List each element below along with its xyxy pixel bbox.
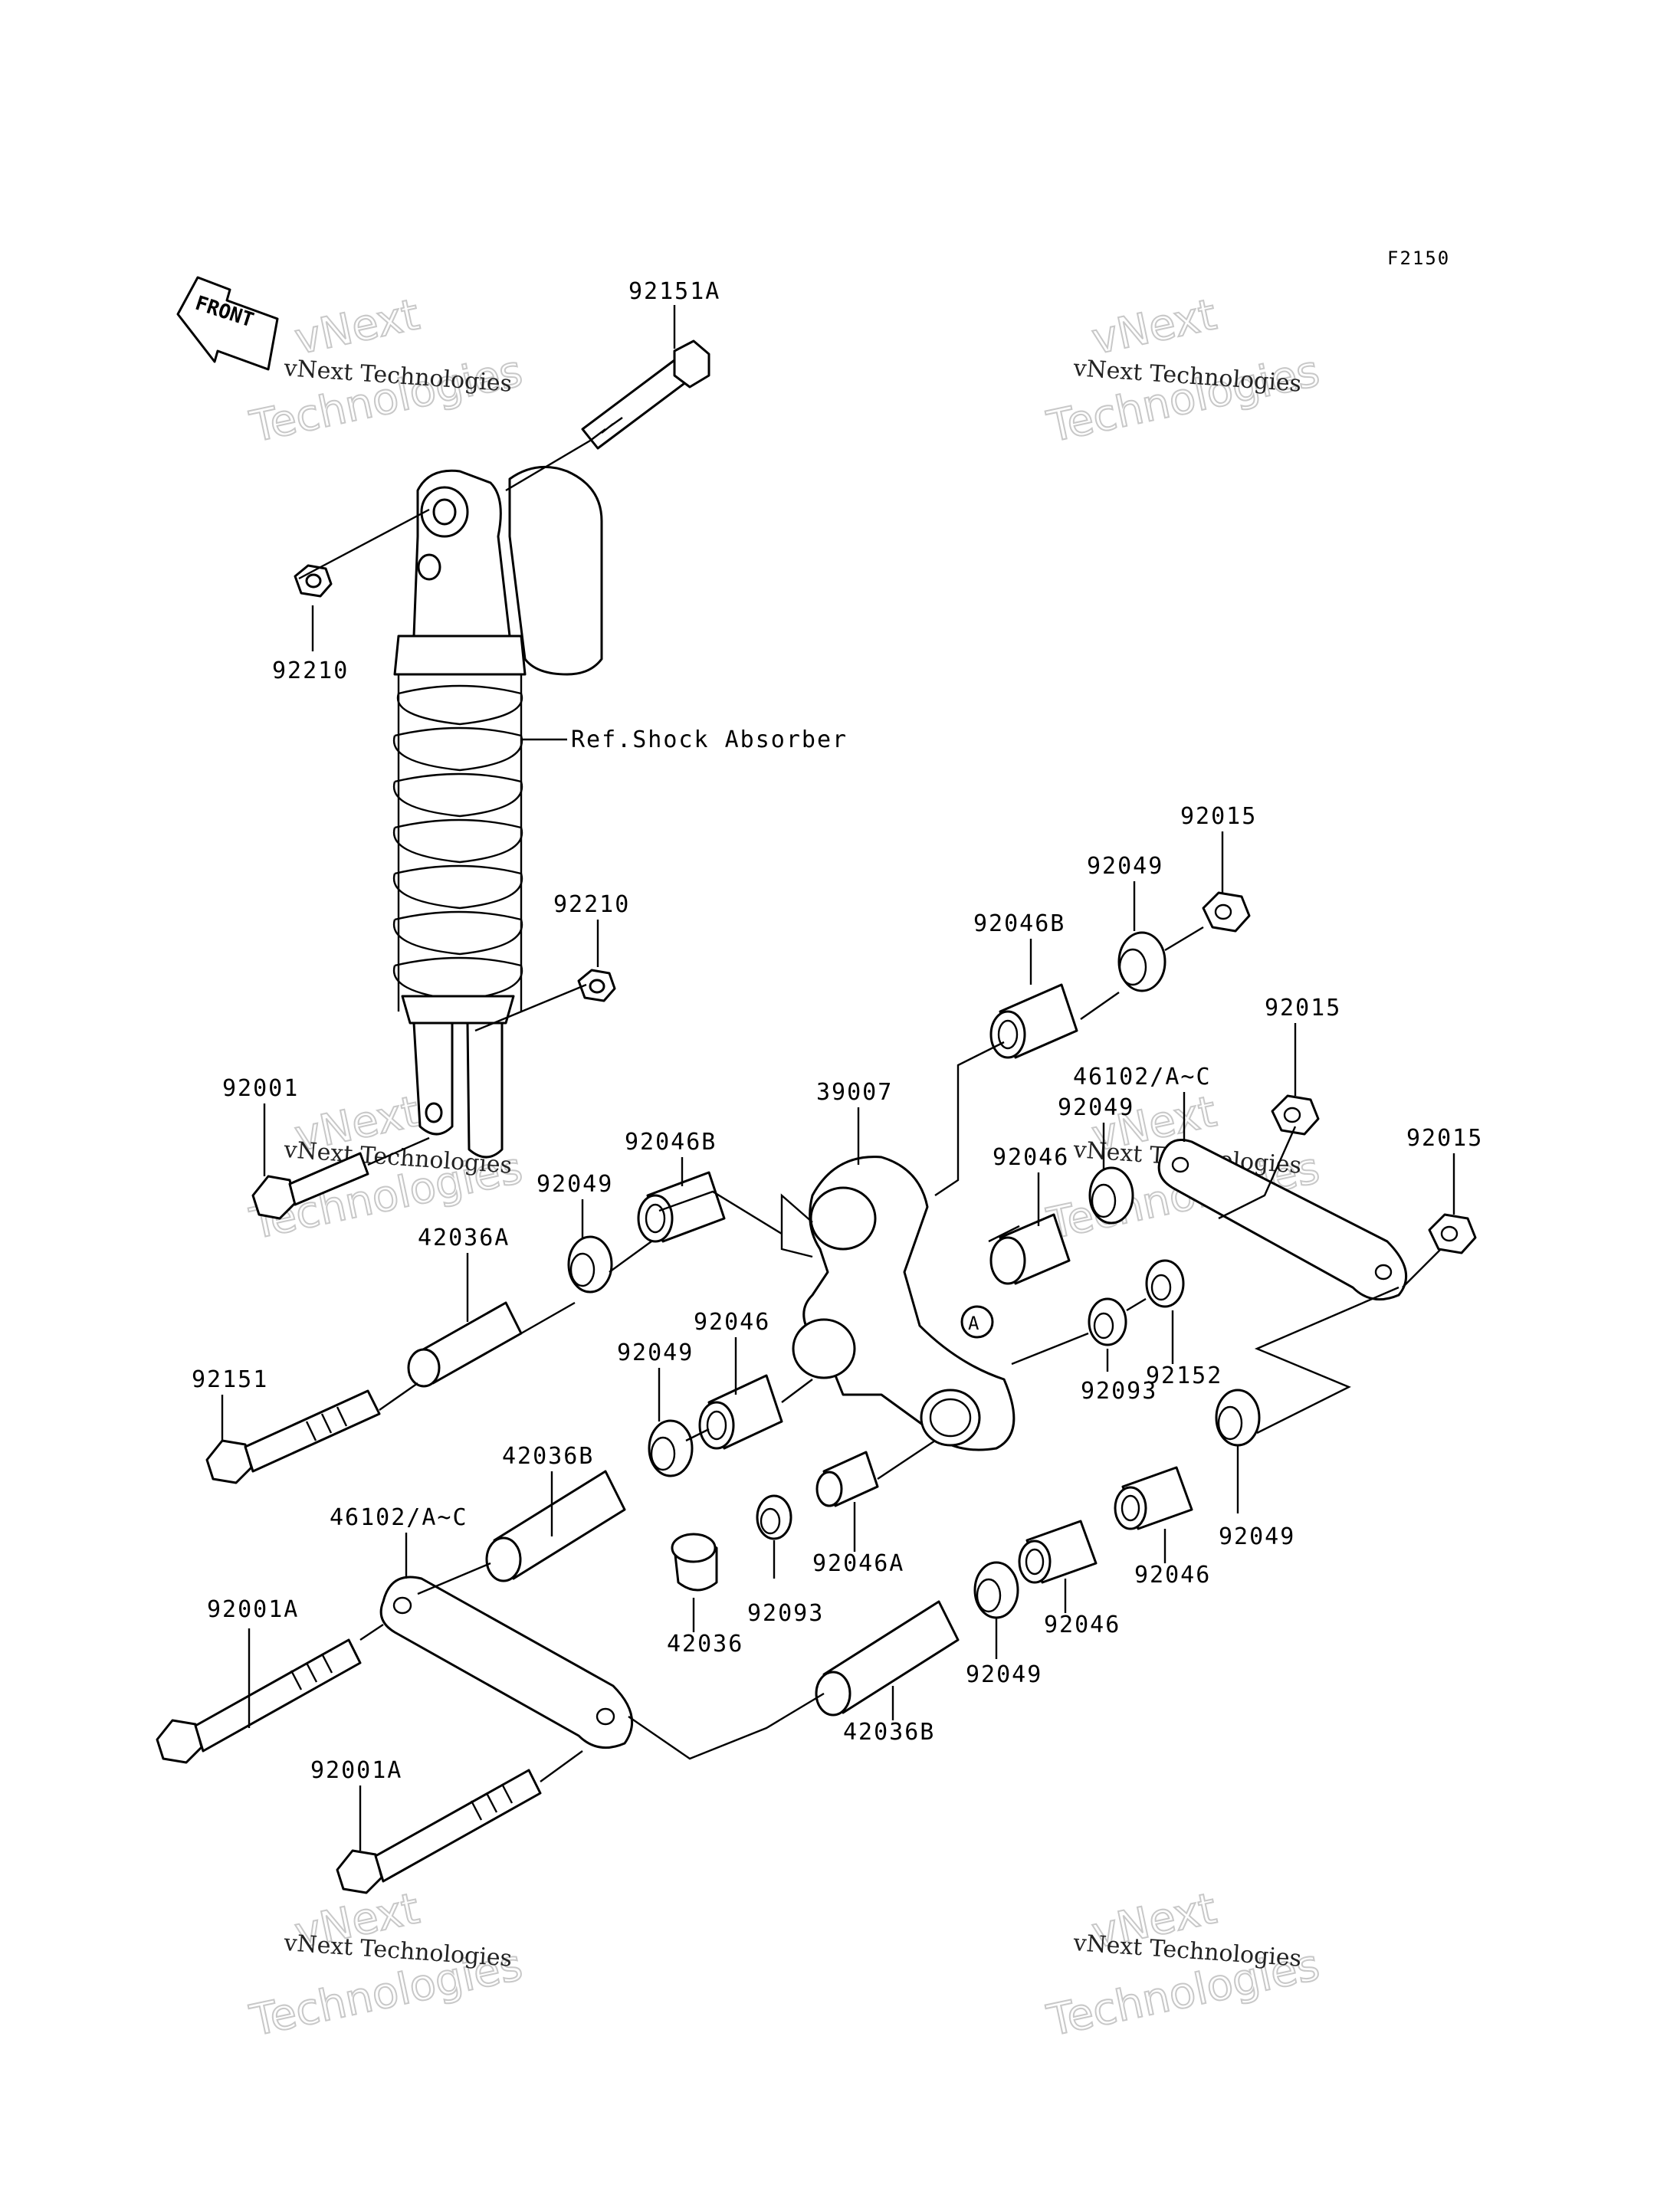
callout-42036B-upper: 42036B: [502, 1443, 594, 1470]
washer-92152: [1145, 1259, 1185, 1308]
bearing-92046-a: [989, 1213, 1071, 1285]
callout-42036B-lower: 42036B: [843, 1719, 935, 1746]
callout-92046-d: 92046: [1134, 1562, 1211, 1589]
seal-92049-a: [1117, 931, 1166, 992]
callout-92046-b: 92046: [694, 1309, 770, 1336]
bolt-92001A-lower: [336, 1769, 542, 1894]
callout-92049-d: 92049: [617, 1340, 694, 1366]
bearing-92046-d: [1114, 1466, 1193, 1530]
shock-absorber: [392, 465, 603, 1159]
nut-92210-upper: [294, 564, 333, 598]
callout-46102-left: 46102/A~C: [330, 1504, 468, 1531]
collar-42036: [671, 1533, 718, 1592]
bearing-92046B-upper: [637, 1171, 726, 1243]
bolt-92001: [251, 1152, 369, 1220]
callout-92015-b: 92015: [1265, 995, 1341, 1021]
line-92001: [367, 1136, 430, 1166]
svg-text:vNext: vNext: [290, 290, 424, 365]
sleeve-42036B-upper: [485, 1470, 626, 1582]
callout-labels: 92151A 92210 92210 92001 92049 92046B 92…: [192, 278, 1483, 1784]
seal-92049-d: [648, 1419, 694, 1477]
callout-92049-f: 92049: [1219, 1523, 1295, 1550]
marker-a: A: [968, 1313, 980, 1334]
callout-92001: 92001: [222, 1075, 299, 1102]
callout-92049-a: 92049: [1087, 853, 1163, 880]
callout-92046A: 92046A: [812, 1550, 904, 1577]
callout-92001A-lower: 92001A: [310, 1757, 402, 1784]
callout-92151: 92151: [192, 1366, 268, 1393]
washer-92093-right: [1088, 1297, 1127, 1346]
callout-92210-lower: 92210: [553, 891, 630, 918]
sleeve-42036A: [407, 1301, 523, 1388]
assembly-lines: [298, 439, 1442, 1782]
bearing-92046A: [815, 1451, 879, 1507]
callout-46102-right: 46102/A~C: [1073, 1064, 1212, 1090]
callout-92093-right: 92093: [1081, 1378, 1157, 1405]
callout-92046-c: 92046: [1044, 1612, 1121, 1638]
callout-92046B-upper: 92046B: [625, 1129, 717, 1156]
callout-92152: 92152: [1146, 1362, 1222, 1389]
seal-92049-f: [1215, 1389, 1261, 1447]
callout-92210-upper: 92210: [272, 657, 349, 684]
callout-92015-a: 92015: [1180, 803, 1257, 830]
callout-92093-left: 92093: [747, 1600, 824, 1627]
callout-leaders: [221, 305, 1455, 1851]
callout-92049-b: 92049: [536, 1171, 613, 1198]
seal-92049-c: [1088, 1166, 1134, 1225]
callout-92049-c: 92049: [1058, 1094, 1134, 1121]
rocker-arm-39007: A: [792, 1156, 1016, 1451]
seal-92049-b: [567, 1235, 613, 1294]
bearing-92046B-right: [989, 983, 1078, 1059]
bearing-92046-b: [698, 1374, 783, 1450]
callout-92151A: 92151A: [628, 278, 720, 305]
callout-92046-a: 92046: [993, 1144, 1069, 1171]
svg-text:vNext: vNext: [1088, 290, 1221, 365]
seal-92049-e: [973, 1561, 1019, 1619]
callout-92015-c: 92015: [1406, 1125, 1483, 1152]
callout-92046B-right: 92046B: [973, 910, 1065, 937]
callout-42036A: 42036A: [418, 1225, 510, 1251]
nut-92210-lower: [577, 969, 616, 1002]
callout-39007: 39007: [816, 1079, 893, 1106]
sleeve-42036B-lower: [815, 1600, 960, 1717]
front-arrow-icon: FRONT: [176, 276, 279, 371]
bearing-92046-c: [1018, 1520, 1098, 1584]
nut-92015-a: [1202, 891, 1251, 933]
callout-92001A-upper: 92001A: [207, 1596, 299, 1623]
bolt-92001A-upper: [156, 1638, 362, 1764]
callout-92049-e: 92049: [966, 1661, 1042, 1688]
callout-42036: 42036: [667, 1631, 743, 1658]
bolt-92151: [205, 1389, 381, 1484]
link-46102-left: [379, 1576, 634, 1749]
nut-92015-c: [1428, 1213, 1477, 1254]
ref-shock-absorber-label: Ref.Shock Absorber: [571, 726, 848, 753]
figure-id: F2150: [1387, 248, 1450, 269]
bolt-92151A: [581, 339, 710, 450]
nut-92015-b: [1271, 1094, 1320, 1136]
washer-92093-left: [756, 1494, 792, 1540]
